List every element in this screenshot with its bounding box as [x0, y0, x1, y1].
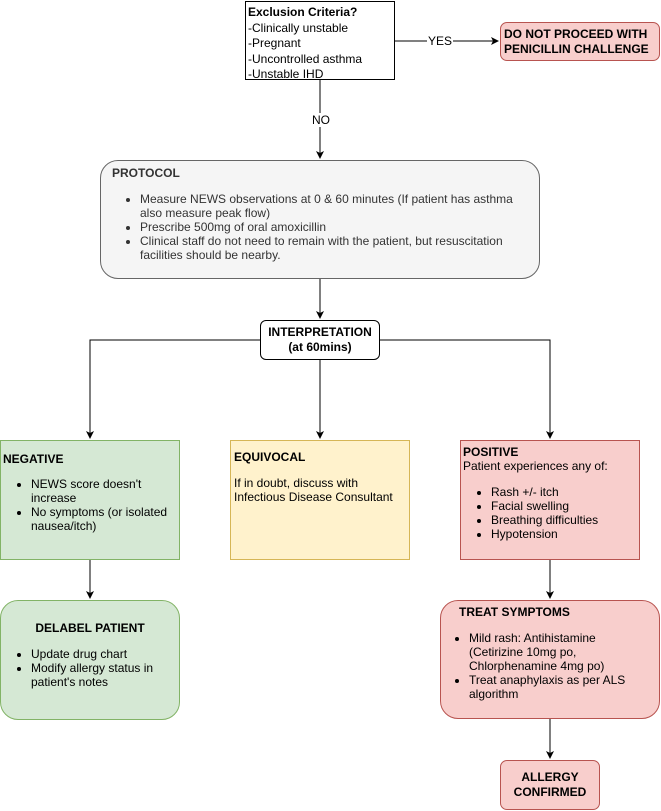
equivocal-node: EQUIVOCAL If in doubt, discuss with Infe…	[230, 440, 410, 560]
edge-interpretation-to-negative	[86, 339, 260, 439]
protocol-node: PROTOCOL Measure NEWS observations at 0 …	[100, 160, 540, 279]
positive-subtitle: Patient experiences any of:	[463, 459, 608, 473]
list-item: Modify allergy status in patient's notes	[31, 661, 177, 689]
negative-node: NEGATIVE NEWS score doesn't increase No …	[0, 440, 180, 560]
exclusion-line: -Unstable IHD	[248, 67, 324, 81]
equivocal-text: If in doubt, discuss with Infectious Dis…	[234, 476, 393, 504]
list-item: NEWS score doesn't increase	[31, 477, 177, 505]
exclusion-title: Exclusion Criteria?	[248, 5, 358, 19]
negative-title: NEGATIVE	[3, 452, 64, 466]
treat-title: TREAT SYMPTOMS	[459, 605, 570, 619]
exclusion-criteria-node: Exclusion Criteria? -Clinically unstable…	[245, 1, 395, 81]
treat-symptoms-node: TREAT SYMPTOMS Mild rash: Antihistamine …	[440, 600, 660, 719]
list-item: No symptoms (or isolated nausea/itch)	[31, 505, 177, 533]
list-item: Prescribe 500mg of oral amoxicillin	[140, 220, 529, 234]
list-item: Hypotension	[491, 527, 637, 541]
equivocal-title: EQUIVOCAL	[234, 450, 306, 464]
delabel-list: Update drug chart Modify allergy status …	[3, 647, 177, 689]
interpretation-line1: INTERPRETATION	[268, 325, 372, 339]
positive-title: POSITIVE	[463, 445, 519, 459]
list-item: Update drug chart	[31, 647, 177, 661]
allergy-line1: ALLERGY	[521, 770, 579, 784]
do-not-proceed-line1: DO NOT PROCEED WITH	[504, 27, 648, 41]
exclusion-line: -Pregnant	[248, 36, 301, 50]
yes-edge-label: YES	[427, 34, 454, 48]
list-item: Mild rash: Antihistamine (Cetirizine 10m…	[469, 631, 651, 673]
exclusion-line: -Clinically unstable	[248, 20, 349, 35]
exclusion-line: -Uncontrolled asthma	[248, 51, 363, 66]
positive-node: POSITIVE Patient experiences any of: Ras…	[460, 440, 640, 560]
interpretation-line2: (at 60mins)	[288, 340, 352, 354]
negative-list: NEWS score doesn't increase No symptoms …	[3, 477, 177, 533]
protocol-title: PROTOCOL	[112, 166, 180, 180]
list-item: Treat anaphylaxis as per ALS algorithm	[469, 673, 651, 701]
list-item: Breathing difficulties	[491, 513, 637, 527]
positive-list: Rash +/- itch Facial swelling Breathing …	[463, 485, 637, 541]
list-item: Clinical staff do not need to remain wit…	[140, 234, 529, 262]
delabel-title: DELABEL PATIENT	[35, 621, 145, 635]
allergy-line2: CONFIRMED	[513, 785, 587, 799]
treat-list: Mild rash: Antihistamine (Cetirizine 10m…	[459, 631, 651, 701]
list-item: Facial swelling	[491, 499, 637, 513]
do-not-proceed-line2: PENICILLIN CHALLENGE	[504, 42, 649, 56]
edge-interpretation-to-positive	[380, 339, 554, 439]
no-edge-label: NO	[311, 113, 331, 127]
list-item: Measure NEWS observations at 0 & 60 minu…	[140, 192, 529, 220]
list-item: Rash +/- itch	[491, 485, 637, 499]
protocol-list: Measure NEWS observations at 0 & 60 minu…	[112, 192, 529, 262]
delabel-patient-node: DELABEL PATIENT Update drug chart Modify…	[0, 600, 180, 720]
interpretation-node: INTERPRETATION (at 60mins)	[260, 320, 380, 360]
allergy-confirmed-node: ALLERGY CONFIRMED	[500, 760, 600, 810]
do-not-proceed-node: DO NOT PROCEED WITH PENICILLIN CHALLENGE	[500, 22, 660, 61]
